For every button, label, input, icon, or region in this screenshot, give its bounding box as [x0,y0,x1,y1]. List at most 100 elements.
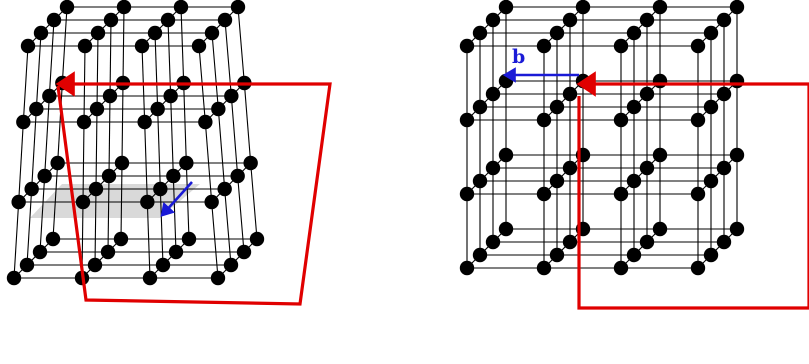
lattice-atom [653,0,667,14]
lattice-atom [211,271,225,285]
lattice-atom [653,74,667,88]
lattice-atom [192,39,206,53]
lattice-bond [231,96,237,176]
lattice-atom [640,87,654,101]
lattice-atom [717,87,731,101]
lattice-atom [627,100,641,114]
lattice-atom [473,100,487,114]
lattice-atom [550,174,564,188]
lattice-bond [218,109,224,189]
lattice-bond [45,96,50,176]
lattice-bond [155,33,158,109]
lattice-atom [653,148,667,162]
lattice-atom [161,13,175,27]
lattice-atom [16,115,30,129]
lattice-atom [143,271,157,285]
lattice-bond [225,189,231,265]
lattice-atom [691,261,705,275]
lattice-bond [27,189,32,265]
lattice-atom [21,39,35,53]
lattice-atom [11,195,25,209]
lattice-atom [179,156,193,170]
lattice-atom [140,195,154,209]
lattice-bond [186,163,189,239]
lattice-atom [473,26,487,40]
lattice-atom [103,89,117,103]
lattice-bond [23,46,28,122]
lattice-atom [486,235,500,249]
lattice-atom [198,115,212,129]
lattice-atom [90,102,104,116]
lattice-bond [49,20,54,96]
lattice-atom [537,187,551,201]
lattice-atom [537,261,551,275]
lattice-atom [614,113,628,127]
lattice-atom [614,261,628,275]
lattice-atom [88,258,102,272]
dislocated-crystal-diagram [7,0,330,304]
lattice-bond [96,109,97,189]
burgers-vector-label: b [512,46,525,68]
lattice-bond [184,83,187,163]
lattice-atom [46,232,60,246]
lattice-bond [181,7,184,83]
lattice-bond [32,109,37,189]
lattice-atom [640,161,654,175]
lattice-atom [89,182,103,196]
lattice-atom [640,235,654,249]
lattice-atom [691,113,705,127]
lattice-atom [460,39,474,53]
lattice-atom [137,115,151,129]
lattice-bond [238,176,244,252]
lattice-atom [115,156,129,170]
lattice-atom [135,39,149,53]
lattice-bond [205,122,211,202]
lattice-bond [244,83,250,163]
lattice-atom [614,187,628,201]
lattice-atom [42,89,56,103]
lattice-atom [7,271,21,285]
lattice-atom [717,235,731,249]
lattice-atom [156,258,170,272]
lattice-atom [101,245,115,259]
lattice-atom [34,26,48,40]
lattice-atom [550,100,564,114]
lattice-atom [230,169,244,183]
lattice-atom [730,222,744,236]
lattice-bond [97,33,98,109]
lattice-atom [614,39,628,53]
lattice-atom [486,87,500,101]
lattice-atom [20,258,34,272]
lattice-bond [238,7,244,83]
lattice-atom [218,13,232,27]
lattice-bond [212,33,218,109]
lattice-atom [460,261,474,275]
lattice-bond [158,109,161,189]
lattice-atom [730,0,744,14]
lattice-atom [47,13,61,27]
lattice-atom [50,156,64,170]
lattice-atom [76,195,90,209]
lattice-bond [14,202,19,278]
lattice-atom [640,13,654,27]
lattice-atom [460,113,474,127]
lattice-atom [117,0,131,14]
lattice-atom [153,182,167,196]
lattice-atom [166,169,180,183]
lattice-atom [563,161,577,175]
lattice-atom [250,232,264,246]
lattice-bond [109,96,110,176]
left-lattice-atoms [7,0,264,285]
lattice-atom [627,174,641,188]
lattice-bond [19,122,24,202]
lattice-atom [148,26,162,40]
lattice-atom [499,222,513,236]
lattice-atom [627,26,641,40]
lattice-atom [33,245,47,259]
lattice-atom [653,222,667,236]
lattice-atom [550,26,564,40]
lattice-atom [704,100,718,114]
lattice-atom [473,248,487,262]
lattice-atom [37,169,51,183]
